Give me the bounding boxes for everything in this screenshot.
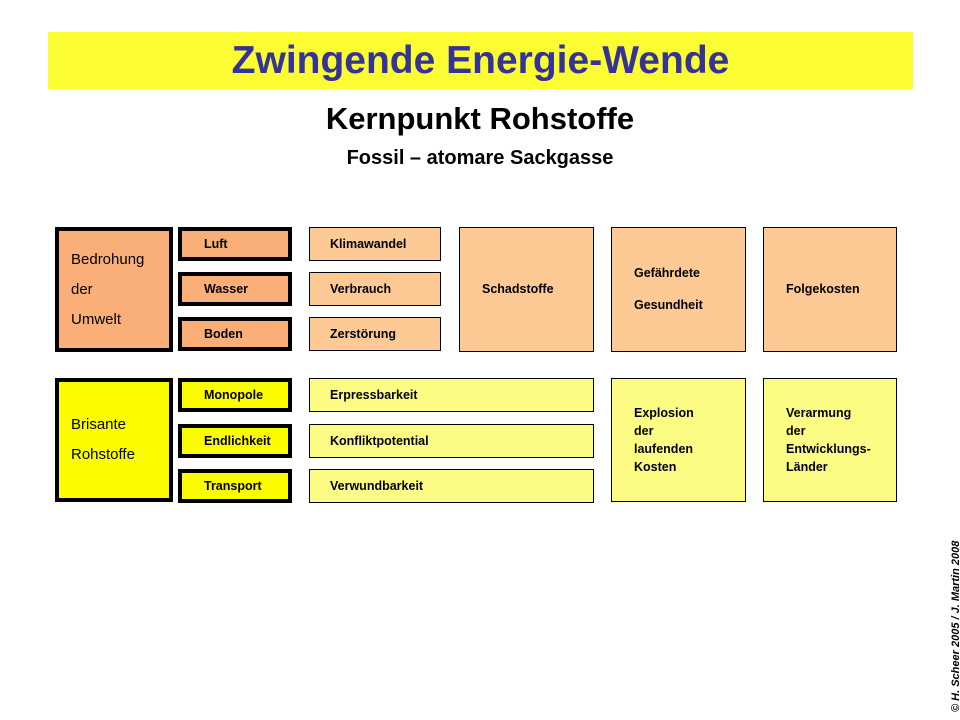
driver-label: Endlichkeit — [204, 433, 271, 448]
driver-box-monopole[interactable]: Monopole — [178, 378, 292, 412]
category-line: Bedrohung — [71, 250, 145, 268]
category-line: Brisante — [71, 416, 127, 433]
category-box-rohstoffe[interactable]: Brisante Rohstoffe — [55, 378, 173, 502]
effect-label: Zerstörung — [330, 326, 396, 341]
driver-box-boden[interactable]: Boden — [178, 317, 292, 351]
consequence-line: der — [634, 423, 654, 438]
page-title: Zwingende Energie-Wende — [231, 39, 730, 82]
effect-box-verwundbarkeit[interactable]: Verwundbarkeit — [309, 469, 594, 503]
consequence-line: Länder — [786, 460, 828, 475]
consequence-line: Entwicklungs- — [786, 442, 871, 456]
effect-box-erpressbarkeit[interactable]: Erpressbarkeit — [309, 378, 594, 412]
consequence-line: Kosten — [634, 460, 677, 475]
driver-box-endlichkeit[interactable]: Endlichkeit — [178, 424, 292, 458]
consequence-line: Verarmung — [786, 405, 852, 420]
consequence-box-schadstoffe[interactable]: Schadstoffe — [459, 227, 594, 352]
title-banner: Zwingende Energie-Wende — [48, 32, 913, 89]
effect-label: Verbrauch — [330, 281, 392, 296]
consequence-box-folgekosten[interactable]: Folgekosten — [763, 227, 897, 352]
consequence-box-gesundheit[interactable]: Gefährdete Gesundheit — [611, 227, 746, 352]
effect-box-konfliktpotential[interactable]: Konfliktpotential — [309, 424, 594, 458]
consequence-box-verarmung[interactable]: Verarmung der Entwicklungs- Länder — [763, 378, 897, 502]
consequence-line: der — [786, 423, 806, 438]
consequence-line: Gefährdete — [634, 265, 700, 280]
consequence-line: Schadstoffe — [482, 282, 554, 297]
driver-box-luft[interactable]: Luft — [178, 227, 292, 261]
effect-label: Klimawandel — [330, 236, 407, 251]
category-line: Rohstoffe — [71, 446, 135, 463]
consequence-line: Explosion — [634, 405, 694, 420]
consequence-box-explosion-kosten[interactable]: Explosion der laufenden Kosten — [611, 378, 746, 502]
driver-box-transport[interactable]: Transport — [178, 469, 292, 503]
effect-box-verbrauch[interactable]: Verbrauch — [309, 272, 441, 306]
driver-label: Monopole — [204, 387, 264, 402]
effect-box-zerstoerung[interactable]: Zerstörung — [309, 317, 441, 351]
consequence-line: Gesundheit — [634, 297, 703, 312]
sub-subtitle: Fossil – atomare Sackgasse — [346, 147, 614, 169]
category-line: der — [71, 280, 93, 298]
subtitle: Kernpunkt Rohstoffe — [325, 101, 635, 136]
consequence-line: Folgekosten — [786, 282, 860, 297]
effect-label: Verwundbarkeit — [330, 478, 424, 493]
driver-label: Transport — [204, 478, 262, 493]
driver-box-wasser[interactable]: Wasser — [178, 272, 292, 306]
driver-label: Boden — [204, 326, 243, 341]
consequence-line: laufenden — [634, 442, 694, 456]
effect-box-klimawandel[interactable]: Klimawandel — [309, 227, 441, 261]
driver-label: Luft — [204, 236, 228, 251]
category-line: Umwelt — [71, 310, 122, 328]
effect-label: Konfliktpotential — [330, 433, 429, 448]
copyright-notice: © H. Scheer 2005 / J. Martin 2008 — [950, 540, 960, 712]
category-box-umwelt[interactable]: Bedrohung der Umwelt — [55, 227, 173, 352]
driver-label: Wasser — [204, 281, 249, 296]
effect-label: Erpressbarkeit — [330, 387, 418, 402]
